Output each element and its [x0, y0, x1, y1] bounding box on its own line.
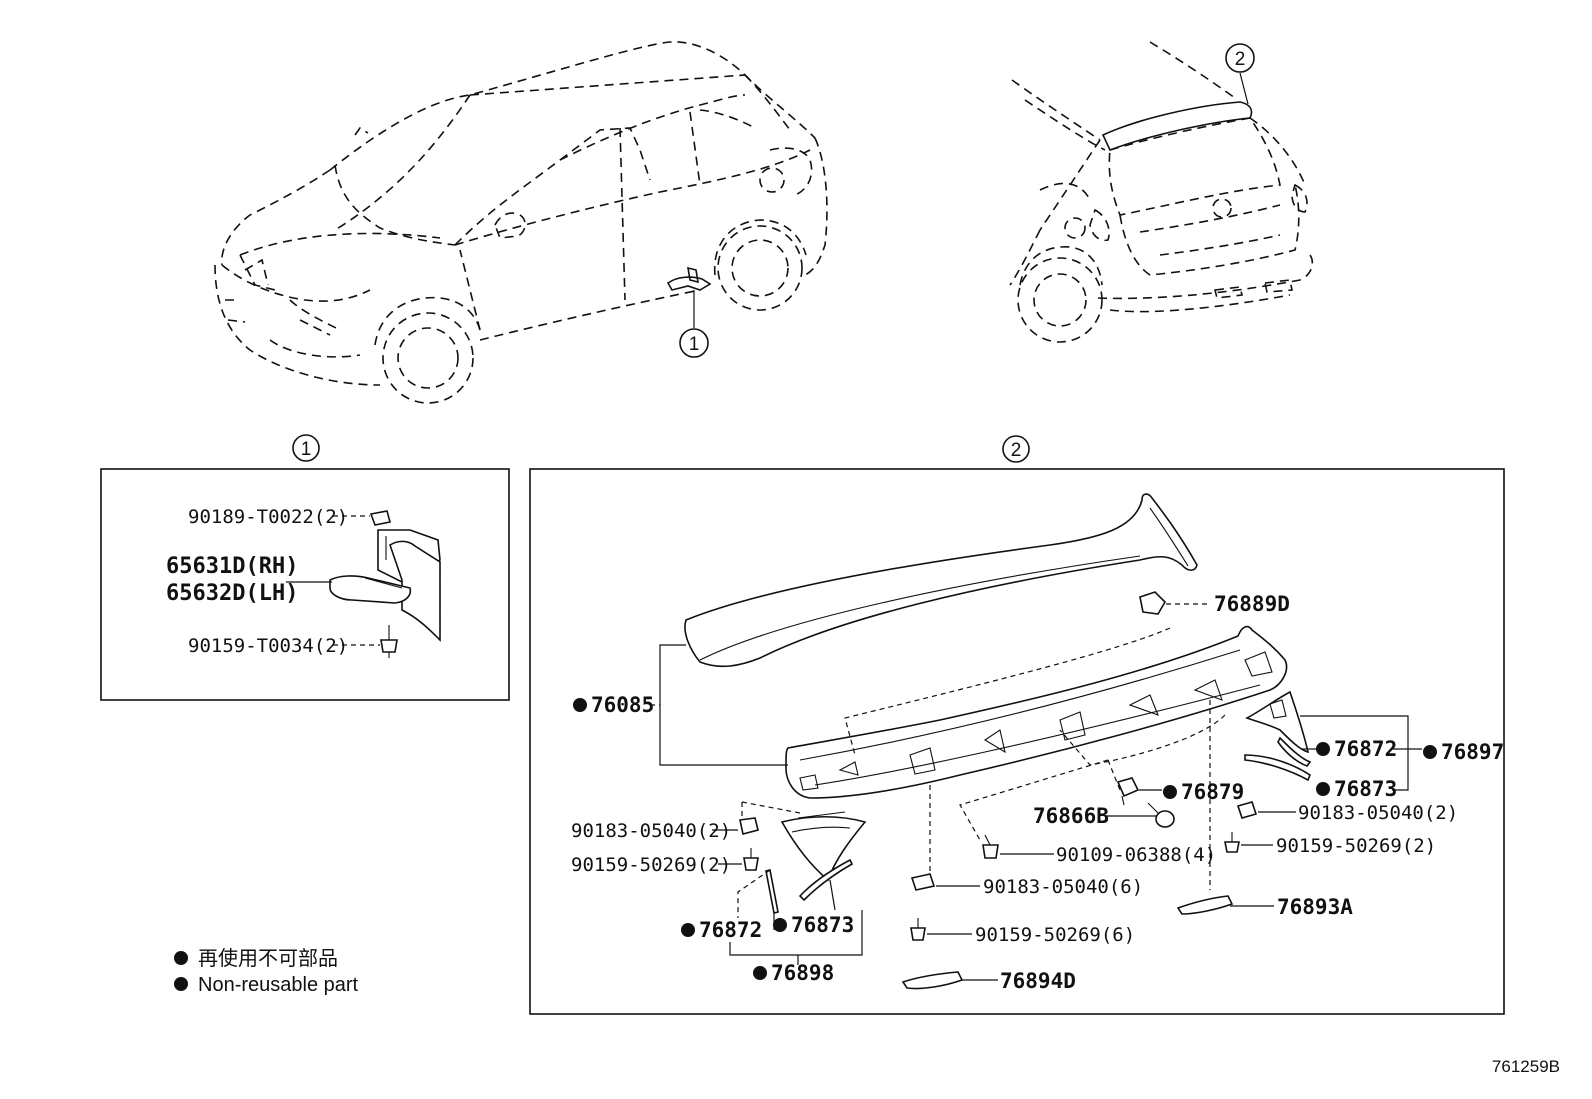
svg-text:76872: 76872: [1334, 737, 1397, 761]
label-76866b: 76866B: [1033, 804, 1109, 828]
label-76873-right: 76873: [1316, 777, 1397, 801]
label-screw: 90159-T0034(2): [188, 635, 348, 657]
car-front-view: [214, 41, 828, 404]
non-reusable-dot: [573, 698, 587, 712]
svg-text:76879: 76879: [1181, 780, 1244, 804]
label-clip: 90189-T0022(2): [188, 506, 348, 528]
bolt-center: [982, 834, 999, 859]
label-76897: 76897: [1423, 740, 1504, 764]
svg-text:76873: 76873: [1334, 777, 1397, 801]
label-screw-center: 90159-50269(6): [975, 924, 1135, 946]
label-step-rh: 65631D(RH): [166, 554, 298, 579]
svg-text:76898: 76898: [771, 961, 834, 985]
callout-2-label: 2: [1235, 49, 1246, 70]
spoiler-base-part: [785, 625, 1288, 799]
right-end-cap: [1244, 690, 1312, 782]
callout-1-label: 1: [689, 334, 700, 355]
nut-left: [739, 817, 759, 835]
label-76879: 76879: [1163, 780, 1244, 804]
screw-right: [1224, 832, 1240, 853]
label-76894d: 76894D: [1000, 969, 1076, 993]
part-76893a: [1176, 895, 1234, 915]
label-nut-left: 90183-05040(2): [571, 820, 731, 842]
part-76894d: [901, 971, 964, 990]
callout-1-car: 1: [679, 328, 709, 358]
step-bracket-part: [329, 529, 441, 642]
section-2-frame: [529, 468, 1505, 1015]
label-nut-center: 90183-05040(6): [983, 876, 1143, 898]
label-76893a: 76893A: [1277, 895, 1353, 919]
clip-part: [369, 510, 391, 526]
screw-left: [743, 848, 759, 871]
nut-right: [1236, 801, 1258, 819]
label-screw-right: 90159-50269(2): [1276, 835, 1436, 857]
clip-76889d: [1139, 591, 1167, 615]
legend-line-1: 再使用不可部品: [198, 947, 338, 970]
label-76085: 76085: [573, 693, 654, 717]
svg-text:76897: 76897: [1441, 740, 1504, 764]
left-end-cap: [765, 811, 867, 914]
nut-center: [910, 873, 936, 891]
section-2-header: 2: [1011, 440, 1022, 461]
legend: 再使用不可部品 Non-reusable part: [174, 947, 359, 996]
label-step-lh: 65632D(LH): [166, 581, 298, 606]
label-76873-left: 76873: [773, 913, 854, 937]
label-76085-text: 76085: [591, 693, 654, 717]
grommet-76879: [1116, 777, 1140, 806]
label-screw-left: 90159-50269(2): [571, 854, 731, 876]
fastener-76866b: [1147, 802, 1175, 828]
label-76872-right: 76872: [1316, 737, 1397, 761]
svg-text:76872: 76872: [699, 918, 762, 942]
label-bolt: 90109-06388(4): [1056, 844, 1216, 866]
screw-center: [910, 918, 926, 941]
svg-text:76873: 76873: [791, 913, 854, 937]
spoiler-cover-part: [684, 493, 1198, 668]
legend-line-2: Non-reusable part: [198, 974, 359, 996]
label-76872-left: 76872: [681, 918, 762, 942]
label-76889d: 76889D: [1214, 592, 1290, 616]
section-1: 1 90189-T0022(2) 65631D(RH) 65632D(LH) 9…: [100, 434, 510, 701]
section-1-frame: [100, 468, 510, 701]
screw-part: [380, 625, 398, 658]
car-rear-view: [1009, 41, 1314, 343]
label-76898: 76898: [753, 961, 834, 985]
callout-2-car: 2: [1225, 43, 1255, 73]
label-nut-right: 90183-05040(2): [1298, 802, 1458, 824]
figure-reference: 761259B: [1492, 1057, 1560, 1076]
section-1-header: 1: [301, 439, 312, 460]
section-2: 2: [529, 435, 1505, 1015]
